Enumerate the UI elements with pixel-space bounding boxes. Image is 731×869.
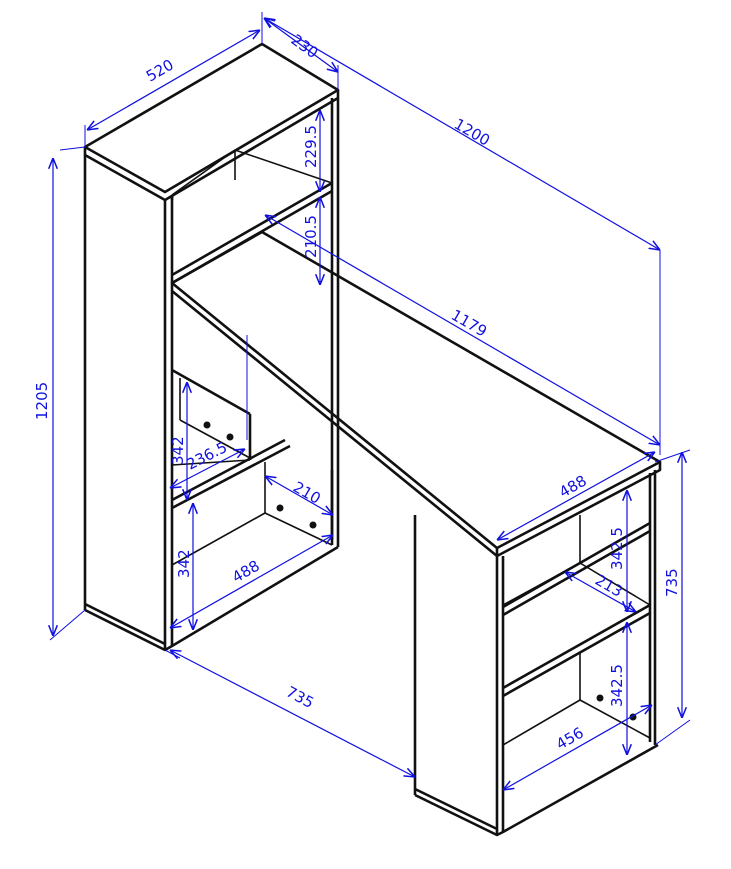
label-top-shelf-height: 229.5 — [302, 125, 320, 168]
label-leg-span: 735 — [283, 683, 317, 712]
label-right-lower-width: 456 — [553, 724, 587, 754]
label-second-shelf-height: 210.5 — [302, 215, 320, 258]
label-right-upper-height: 342.5 — [608, 527, 626, 570]
label-total-height: 1205 — [33, 382, 51, 420]
dimension-lines — [50, 12, 691, 790]
label-left-cavity-depth: 210 — [290, 478, 324, 508]
label-left-lower-height: 342 — [175, 549, 193, 578]
label-right-lower-height: 342.5 — [608, 664, 626, 707]
label-total-length: 1200 — [451, 115, 493, 150]
label-desktop-length: 1179 — [448, 306, 490, 341]
desktop-surface — [170, 230, 662, 550]
label-desk-height: 735 — [663, 568, 681, 597]
label-desktop-depth: 488 — [556, 472, 590, 502]
label-left-lower-width: 488 — [229, 557, 263, 587]
bookcase-top — [83, 42, 340, 194]
label-left-upper-height: 342 — [169, 436, 187, 465]
dimension-labels: 520 230 1200 229.5 210.5 1179 1205 342 2… — [33, 31, 681, 754]
